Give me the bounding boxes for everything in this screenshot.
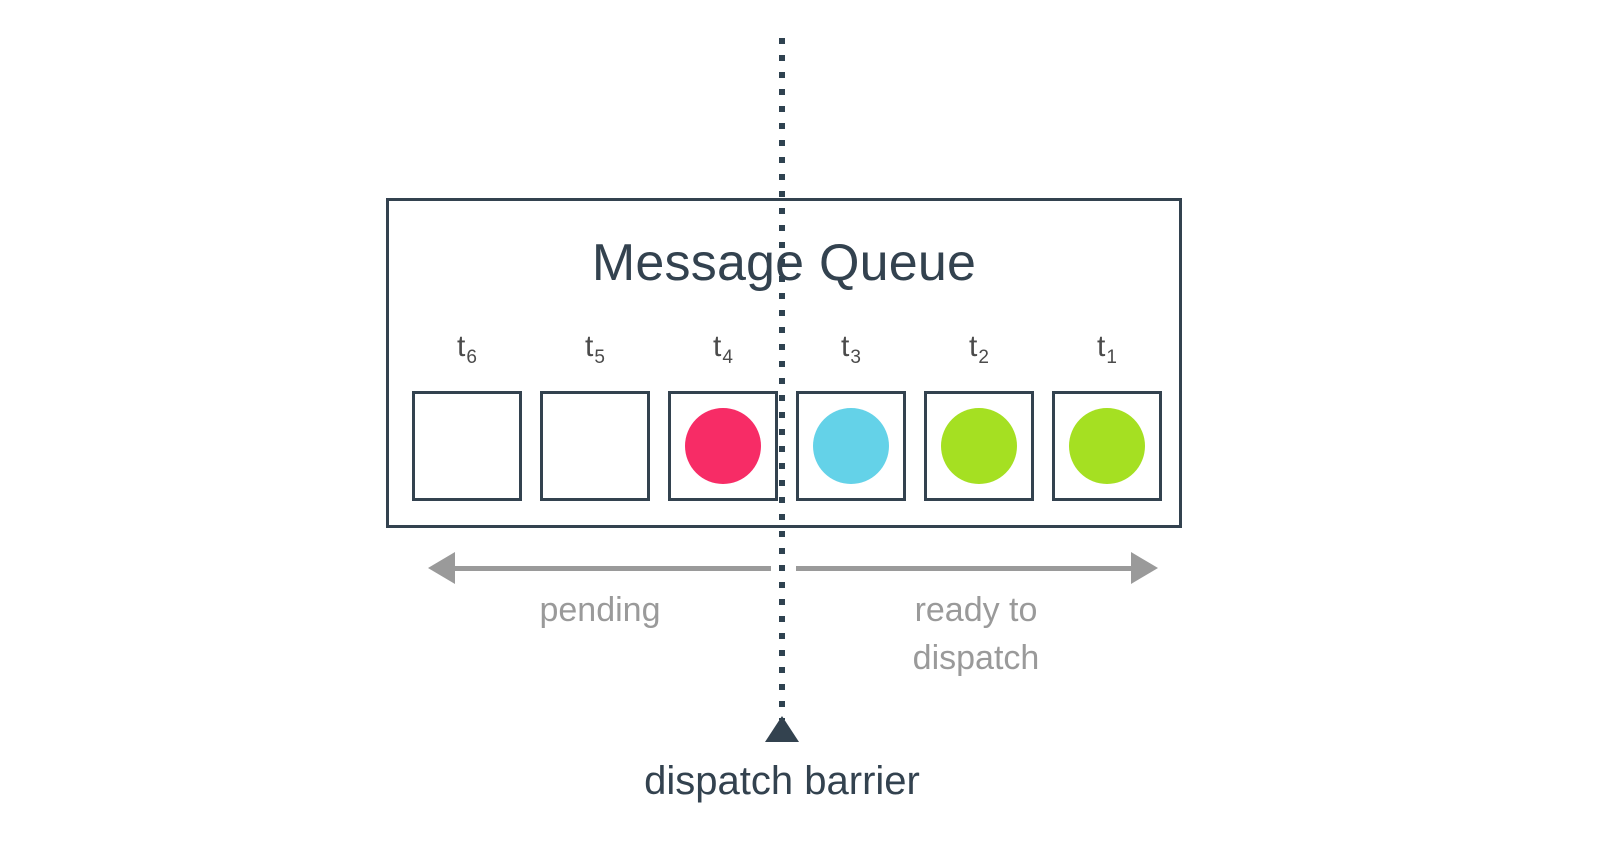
slot-label-base: t — [713, 330, 722, 363]
slot-box-t5 — [540, 391, 650, 501]
message-queue-container — [386, 198, 1182, 528]
queue-slot-t3: t3 — [794, 330, 907, 502]
slot-label-t2: t2 — [922, 330, 1035, 367]
message-token-t4 — [685, 408, 761, 484]
message-token-t1 — [1069, 408, 1145, 484]
slot-label-subscript: 6 — [466, 347, 477, 368]
pending-arrow-head-icon — [428, 552, 455, 584]
queue-title: Message Queue — [591, 234, 977, 292]
slot-label-t3: t3 — [794, 330, 907, 367]
slot-label-subscript: 1 — [1106, 347, 1117, 368]
slot-box-t6 — [412, 391, 522, 501]
slot-label-subscript: 5 — [594, 347, 605, 368]
region-label-pending: pending — [539, 591, 661, 629]
slot-label-subscript: 3 — [850, 347, 861, 368]
slot-label-t5: t5 — [538, 330, 651, 367]
slot-label-t6: t6 — [410, 330, 523, 367]
dispatch-barrier-marker-icon — [765, 716, 799, 742]
message-token-t3 — [813, 408, 889, 484]
dispatch-barrier-line — [779, 38, 785, 720]
slot-label-base: t — [457, 330, 466, 363]
ready-arrow-head-icon — [1131, 552, 1158, 584]
queue-slot-t5: t5 — [538, 330, 651, 502]
pending-arrow-line — [455, 566, 771, 571]
slot-box-t3 — [796, 391, 906, 501]
slot-box-t1 — [1052, 391, 1162, 501]
queue-slot-t6: t6 — [410, 330, 523, 502]
ready-arrow-line — [796, 566, 1131, 571]
slot-label-base: t — [1097, 330, 1106, 363]
queue-slot-t4: t4 — [666, 330, 779, 502]
dispatch-barrier-caption: dispatch barrier — [644, 759, 920, 803]
queue-slot-t2: t2 — [922, 330, 1035, 502]
slot-box-t2 — [924, 391, 1034, 501]
queue-slot-t1: t1 — [1050, 330, 1163, 502]
message-token-t2 — [941, 408, 1017, 484]
slot-label-t1: t1 — [1050, 330, 1163, 367]
slot-label-base: t — [841, 330, 850, 363]
slot-label-base: t — [585, 330, 594, 363]
slot-label-subscript: 4 — [722, 347, 733, 368]
slot-label-subscript: 2 — [978, 347, 989, 368]
slot-box-t4 — [668, 391, 778, 501]
slot-label-t4: t4 — [666, 330, 779, 367]
slot-label-base: t — [969, 330, 978, 363]
region-label-ready-to-dispatch: ready to dispatch — [912, 591, 1040, 677]
